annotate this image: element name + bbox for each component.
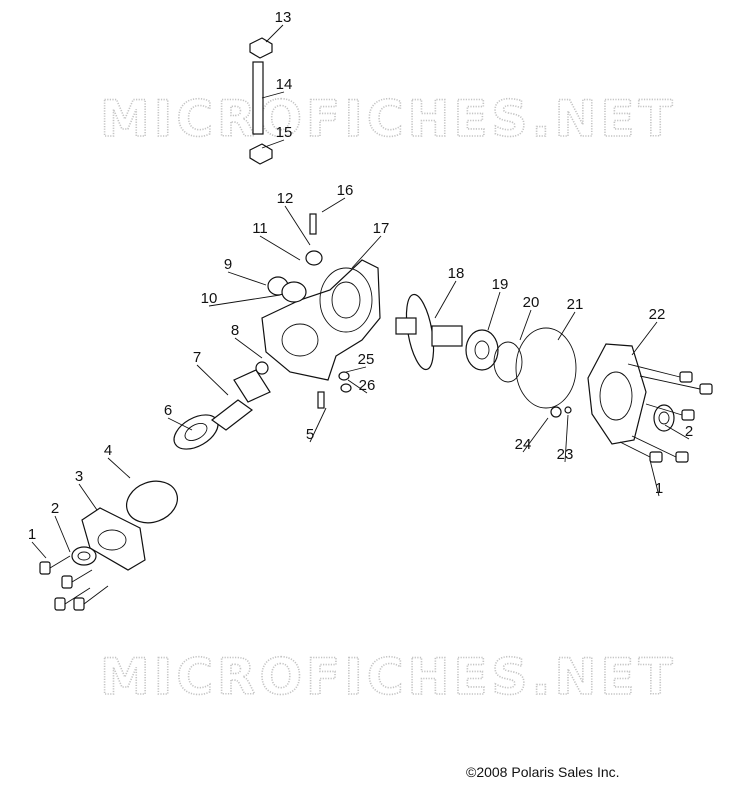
callout-number: 17 (373, 220, 390, 237)
callout-number: 1 (28, 526, 36, 543)
bolt-group-right (619, 363, 713, 463)
callout-leader (78, 483, 98, 511)
part-ring-gear (395, 293, 463, 371)
callout-number: 4 (104, 442, 112, 459)
callout-leader (265, 24, 284, 43)
watermark-bottom: MICROFICHES.NET (100, 648, 677, 706)
callout-leader (664, 424, 690, 440)
callout-number: 11 (252, 220, 268, 237)
callout-number: 19 (492, 276, 509, 293)
callout-leader (434, 280, 457, 319)
callout-leader (351, 235, 382, 269)
callout-number: 2 (51, 500, 59, 517)
part-right-cover (550, 343, 713, 463)
callout-number: 25 (358, 351, 375, 368)
callout-number: 7 (193, 349, 201, 366)
callout-number: 24 (515, 436, 532, 453)
callout-leader (522, 417, 549, 453)
callout-number: 26 (359, 377, 376, 394)
part-bearing-19 (465, 329, 499, 371)
bolt-group-left (39, 555, 109, 611)
callout-number: 23 (557, 446, 574, 463)
part-o-ring-20 (493, 341, 523, 383)
callout-number: 18 (448, 265, 465, 282)
callout-number: 1 (655, 480, 663, 497)
callout-number: 12 (277, 190, 294, 207)
callout-number: 16 (337, 182, 354, 199)
callout-leader (321, 197, 346, 213)
callout-number: 8 (231, 322, 239, 339)
callout-number: 5 (306, 426, 314, 443)
part-pinion-shaft (210, 361, 271, 431)
callout-leader (519, 309, 532, 341)
callout-number: 10 (201, 290, 218, 307)
callout-leader (649, 459, 660, 497)
parts-illustration (39, 37, 713, 611)
callout-leader (284, 205, 311, 246)
callout-leader (259, 235, 301, 261)
callout-number: 22 (649, 306, 666, 323)
part-rod-assembly (249, 37, 273, 165)
callout-number: 3 (75, 468, 83, 485)
callout-leader (557, 311, 576, 341)
callout-leader (208, 294, 281, 307)
callout-leader (261, 91, 285, 99)
callout-leader (261, 139, 285, 149)
callout-number: 2 (685, 423, 693, 440)
callout-leader (167, 417, 193, 431)
part-o-ring-21 (515, 327, 577, 409)
copyright-text: ©2008 Polaris Sales Inc. (466, 764, 620, 780)
callout-leader (196, 364, 229, 396)
callout-leader (227, 271, 267, 286)
callout-leader (309, 407, 327, 443)
callout-number: 14 (276, 76, 293, 93)
callout-leader (631, 321, 658, 356)
callout-leader (345, 366, 367, 373)
part-bearing-6 (173, 414, 219, 450)
callout-leader (487, 291, 501, 331)
part-left-cover (39, 480, 178, 611)
callout-number: 13 (275, 9, 292, 26)
callout-number: 20 (523, 294, 540, 311)
watermark-top: MICROFICHES.NET (100, 90, 677, 148)
callout-leader (234, 337, 263, 359)
callout-number: 21 (567, 296, 584, 313)
callout-number: 9 (224, 256, 232, 273)
callout-number: 6 (164, 402, 172, 419)
callout-leader (347, 379, 368, 394)
callout-leader (54, 515, 71, 553)
callout-leader (564, 414, 569, 463)
callout-leader (31, 541, 47, 559)
callout-number: 15 (276, 124, 293, 141)
callout-leader (107, 457, 131, 479)
